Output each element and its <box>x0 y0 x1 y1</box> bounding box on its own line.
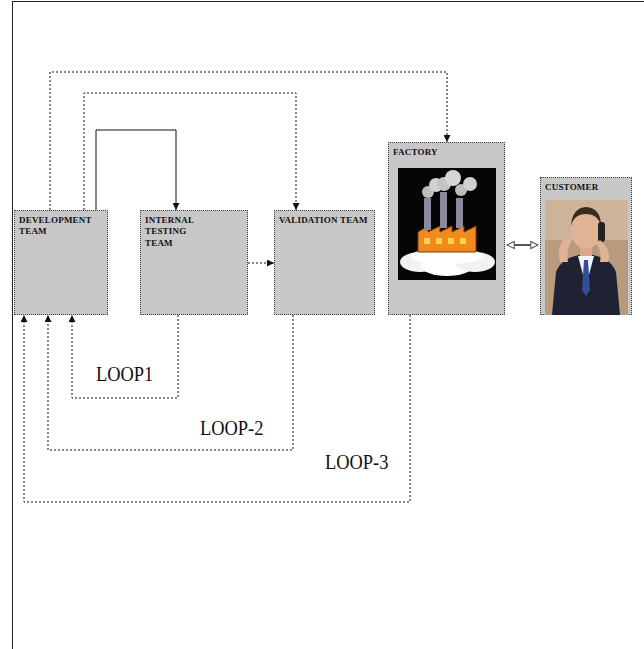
loop-label: LOOP1 <box>96 364 153 384</box>
page-frame <box>13 2 644 649</box>
flow-arrow <box>507 244 538 246</box>
factory-picture <box>398 168 496 280</box>
feedback-loop <box>24 315 410 502</box>
flow-arrow <box>84 93 296 210</box>
factory-box: FACTORY <box>388 142 505 315</box>
flow-arrow <box>96 130 176 210</box>
team-box: VALIDATION TEAM <box>274 210 375 315</box>
feedback-loop <box>72 315 178 398</box>
team-box: INTERNAL TESTING TEAM <box>140 210 248 315</box>
customer-photo <box>545 200 628 315</box>
node-title: DEVELOPMENT TEAM <box>19 215 91 238</box>
customer-box: CUSTOMER <box>540 177 632 315</box>
node-title: INTERNAL TESTING TEAM <box>145 215 207 249</box>
team-box: DEVELOPMENT TEAM <box>14 210 108 315</box>
node-title: VALIDATION TEAM <box>279 215 370 226</box>
node-title: CUSTOMER <box>545 182 625 193</box>
node-title: FACTORY <box>393 147 493 158</box>
feedback-loop <box>48 315 293 450</box>
loop-label: LOOP-2 <box>200 418 263 438</box>
loop-label: LOOP-3 <box>325 452 388 472</box>
flow-arrow <box>248 263 274 264</box>
